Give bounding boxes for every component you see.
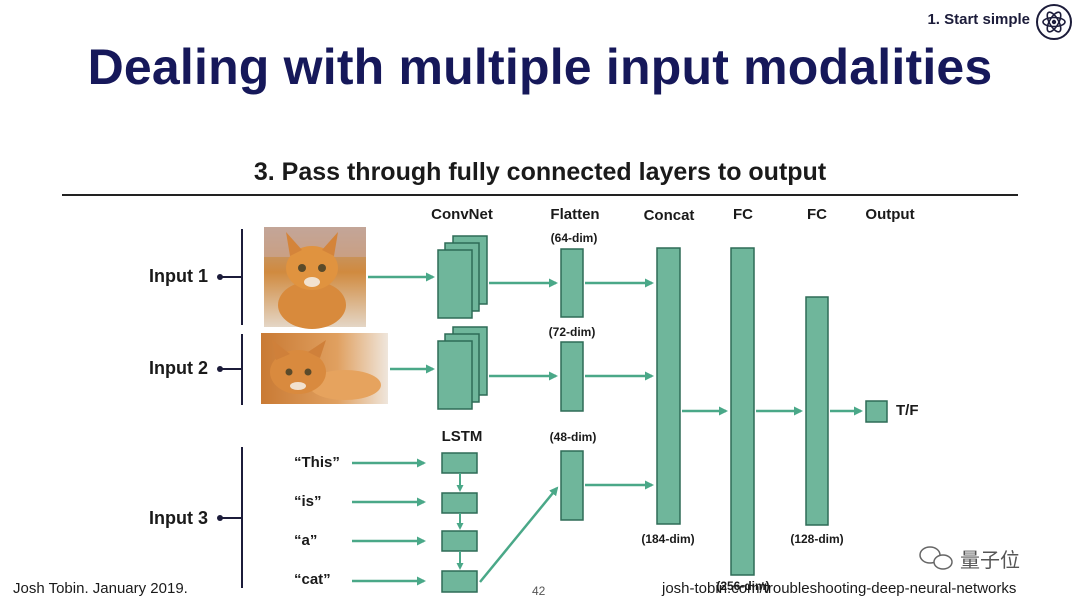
dim-label-concat: (184-dim) — [641, 532, 695, 546]
divider — [62, 194, 1018, 196]
fc-block-2 — [805, 296, 829, 526]
dim-label-flatten-3: (48-dim) — [549, 430, 597, 444]
convnet-block-1 — [437, 235, 488, 319]
wechat-icon — [919, 546, 953, 570]
column-header-lstm: LSTM — [441, 428, 483, 445]
word-token-2: “is” — [294, 493, 322, 510]
watermark-text: 量子位 — [960, 550, 1020, 572]
cat-image-1 — [264, 227, 366, 329]
section-tag: 1. Start simple — [927, 11, 1030, 28]
column-header-convnet: ConvNet — [431, 206, 493, 223]
diagram-subtitle: 3. Pass through fully connected layers t… — [253, 158, 827, 186]
input-label-1: Input 1 — [149, 266, 208, 286]
dim-label-fc-2: (128-dim) — [790, 532, 844, 546]
output-label: T/F — [896, 402, 919, 419]
convnet-block-2 — [437, 326, 488, 410]
word-token-3: “a” — [294, 532, 318, 549]
footer-url[interactable]: josh-tobin.com/troubleshooting-deep-neur… — [662, 580, 1017, 597]
cat-image-2 — [261, 333, 388, 404]
input-bracket-3 — [217, 447, 243, 588]
column-header-concat: Concat — [643, 207, 695, 224]
word-token-4: “cat” — [294, 571, 331, 588]
flatten-block-1 — [560, 248, 584, 318]
column-header-fc-1: FC — [733, 206, 753, 223]
input-label-2: Input 2 — [149, 358, 208, 378]
footer-author: Josh Tobin. January 2019. — [13, 580, 188, 597]
word-token-1: “This” — [294, 454, 340, 471]
input-bracket-1 — [217, 229, 243, 325]
column-header-fc-2: FC — [807, 206, 827, 223]
output-block — [865, 400, 888, 423]
column-header-output: Output — [865, 206, 915, 223]
lstm-cell-4 — [441, 570, 478, 593]
input-label-3: Input 3 — [149, 508, 208, 528]
lstm-cell-2 — [441, 492, 478, 514]
lstm-cell-1 — [441, 452, 478, 474]
dim-label-flatten-1: (64-dim) — [550, 231, 598, 245]
fc-block-1 — [730, 247, 755, 576]
lstm-cell-3 — [441, 530, 478, 552]
page-title: Dealing with multiple input modalities — [87, 39, 993, 95]
input-bracket-2 — [217, 334, 243, 405]
flatten-block-3 — [560, 450, 584, 521]
column-header-flatten: Flatten — [550, 206, 600, 223]
flatten-block-2 — [560, 341, 584, 412]
atom-icon — [1034, 2, 1074, 47]
page-number: 42 — [532, 584, 546, 598]
dim-label-flatten-2: (72-dim) — [548, 325, 596, 339]
dim-label-fc-1: (256-dim) — [716, 579, 770, 593]
concat-block — [656, 247, 681, 525]
